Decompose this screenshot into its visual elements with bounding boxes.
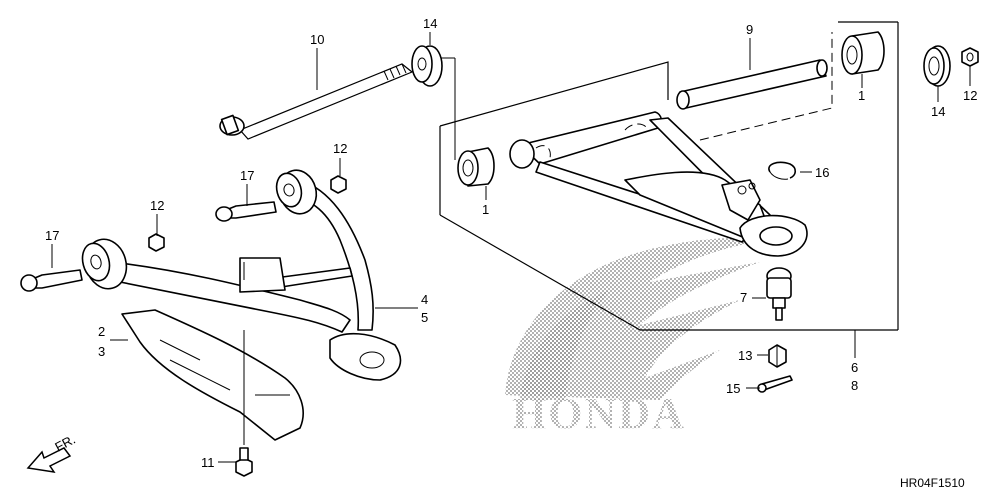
callout-labels: 10 14 9 1 14 12 12 17 12 1 16 17 4 5 2 3… xyxy=(45,16,977,470)
callout-5: 5 xyxy=(421,310,428,325)
nut-part-12-right xyxy=(961,47,979,67)
callout-11: 11 xyxy=(201,455,215,470)
callout-6: 6 xyxy=(851,360,858,375)
front-direction-arrow-icon xyxy=(26,447,72,474)
callout-2: 2 xyxy=(98,324,105,339)
nut-part-12-lower xyxy=(148,233,165,252)
ball-joint-part-7 xyxy=(766,267,792,321)
arm-guard-part-2-3 xyxy=(121,309,304,441)
drawing-code: HR04F1510 xyxy=(900,476,965,490)
callout-1: 1 xyxy=(482,202,489,217)
upper-arm-front-bushing xyxy=(81,238,128,290)
callout-12: 12 xyxy=(333,141,347,156)
callout-14: 14 xyxy=(931,104,945,119)
upper-arm-rear-bushing xyxy=(275,169,318,215)
cotter-pin-part-15 xyxy=(757,375,793,393)
callout-1: 1 xyxy=(858,88,865,103)
nut-part-12-upper xyxy=(330,175,347,194)
pivot-sleeve-part-9 xyxy=(676,59,828,110)
leader-lines xyxy=(51,32,971,463)
castle-nut-part-13 xyxy=(768,344,787,368)
callout-13: 13 xyxy=(738,348,752,363)
bushing-part-1-upper xyxy=(841,31,885,75)
flange-bolt-part-17-front xyxy=(20,269,83,292)
callout-3: 3 xyxy=(98,344,105,359)
assembly-frame xyxy=(439,21,899,331)
brand-watermark: HONDA xyxy=(512,389,686,438)
callout-12: 12 xyxy=(963,88,977,103)
callout-17: 17 xyxy=(45,228,59,243)
callout-10: 10 xyxy=(310,32,324,47)
callout-9: 9 xyxy=(746,22,753,37)
bolt-part-11 xyxy=(235,447,253,477)
circlip-part-16 xyxy=(768,161,797,180)
bushing-part-1-lower xyxy=(457,147,495,187)
bearing-part-14 xyxy=(923,45,951,87)
callout-4: 4 xyxy=(421,292,428,307)
callout-7: 7 xyxy=(740,290,747,305)
flange-bolt-part-17-rear xyxy=(215,201,277,222)
callout-12: 12 xyxy=(150,198,164,213)
callout-8: 8 xyxy=(851,378,858,393)
callout-16: 16 xyxy=(815,165,829,180)
callout-14: 14 xyxy=(423,16,437,31)
callout-15: 15 xyxy=(726,381,740,396)
long-bolt-part-10 xyxy=(219,63,414,140)
honda-wing-logo xyxy=(505,238,765,400)
flange-bushing-part-14 xyxy=(411,45,443,87)
lower-arm-part-6-8 xyxy=(509,111,808,257)
callout-17: 17 xyxy=(240,168,254,183)
